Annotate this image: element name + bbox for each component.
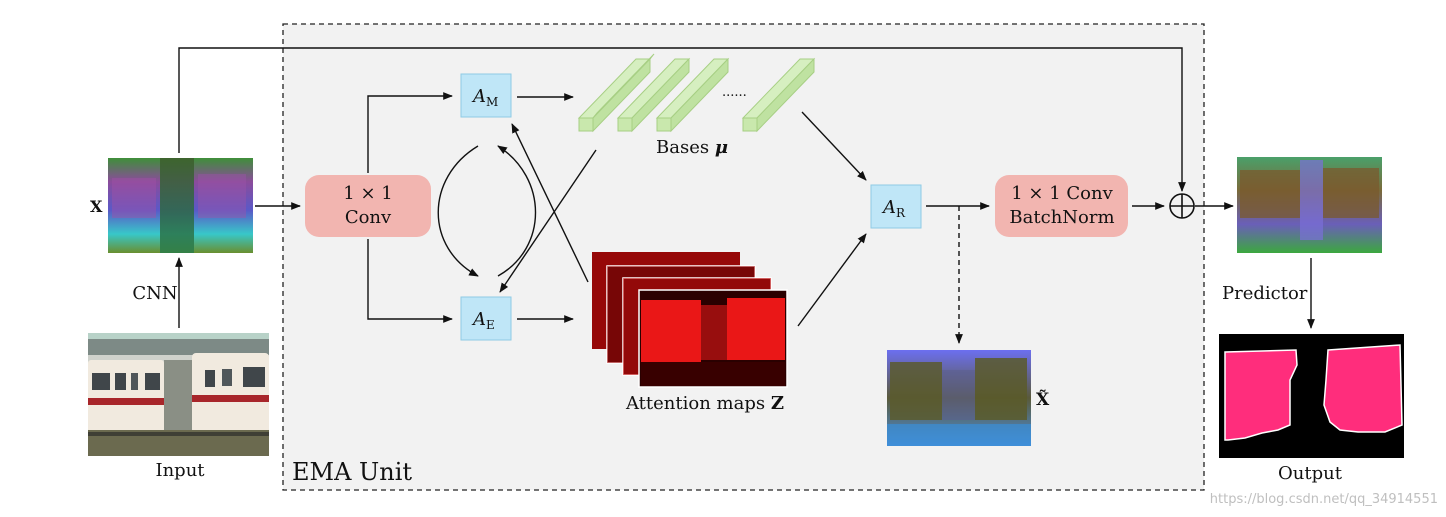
- ema-unit-region: [282, 23, 1205, 491]
- conv-batchnorm-box: 1 × 1 Conv BatchNorm: [995, 175, 1128, 237]
- node-ar-main: A: [881, 197, 896, 218]
- em-loop-left-arc: [437, 145, 479, 277]
- attention-map-front: [638, 289, 788, 388]
- conv-batchnorm-line2: BatchNorm: [1009, 207, 1114, 228]
- bases-to-ar-arrow: [801, 111, 867, 181]
- conv-box-line1: 1 × 1: [343, 183, 392, 204]
- input-label: Input: [155, 460, 205, 481]
- bases-prism: [616, 57, 691, 133]
- bases-prisms: [577, 53, 816, 133]
- node-ar-sub: R: [896, 206, 906, 220]
- output-label: Output: [1278, 463, 1343, 484]
- node-am-main: A: [471, 86, 486, 107]
- svg-text:Attention maps Z: Attention maps Z: [625, 393, 784, 414]
- svg-text:AM: AM: [471, 86, 498, 109]
- x-tilde-image: [887, 350, 1031, 446]
- bases-prism: [655, 57, 730, 133]
- x-tilde-label: X̃: [1036, 390, 1050, 410]
- input-image: [88, 333, 269, 456]
- bases-prism: [741, 57, 816, 133]
- node-am: AM: [460, 73, 512, 118]
- svg-text:Bases μ: Bases μ: [656, 137, 728, 158]
- em-loop-right-arc: [497, 145, 537, 277]
- output-feature-map: [1237, 157, 1382, 253]
- node-ae-main: A: [471, 309, 486, 330]
- conv-box: 1 × 1 Conv: [305, 175, 431, 237]
- attention-maps-stack: [592, 252, 788, 388]
- sum-symbol: [1169, 193, 1195, 219]
- conv-batchnorm-line1: 1 × 1 Conv: [1011, 183, 1113, 204]
- bases-symbol: μ: [715, 137, 728, 158]
- attention-symbol: Z: [771, 393, 784, 414]
- x-label: X: [90, 197, 103, 216]
- svg-text:AE: AE: [471, 309, 495, 332]
- bases-label: Bases: [656, 137, 709, 158]
- bases-prism: [577, 53, 655, 133]
- node-ae: AE: [460, 296, 512, 341]
- ema-unit-label: EMA Unit: [292, 458, 412, 486]
- feature-map-x: [108, 158, 253, 253]
- watermark: https://blog.csdn.net/qq_34914551: [1210, 492, 1438, 507]
- conv-to-am-arrow: [367, 92, 453, 173]
- predictor-label: Predictor: [1222, 283, 1308, 304]
- node-ae-sub: E: [486, 318, 495, 332]
- svg-text:AR: AR: [881, 197, 906, 220]
- attention-to-am-arrow: [511, 123, 589, 283]
- bases-ellipsis: ......: [722, 85, 747, 100]
- bases-to-ae-arrow: [499, 149, 597, 293]
- output-segmentation: [1219, 334, 1404, 458]
- attention-to-ar-arrow: [797, 233, 867, 327]
- node-am-sub: M: [486, 95, 498, 109]
- skip-connection-line: [178, 47, 1186, 192]
- attention-label: Attention maps: [625, 393, 765, 414]
- cnn-label: CNN: [132, 283, 177, 304]
- node-ar: AR: [870, 184, 922, 229]
- conv-box-line2: Conv: [345, 207, 392, 228]
- conv-to-ae-arrow: [367, 239, 453, 323]
